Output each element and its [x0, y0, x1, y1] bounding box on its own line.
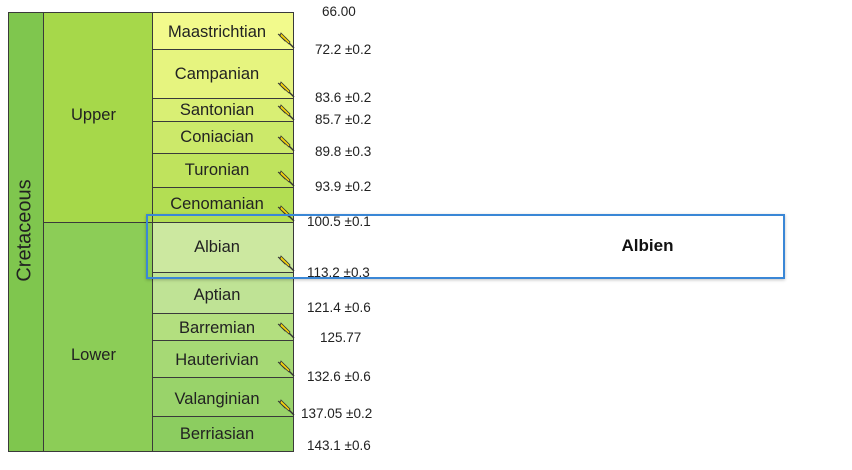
stage-label-turonian: Turonian: [184, 161, 250, 179]
stage-label-campanian: Campanian: [174, 65, 260, 83]
age-label: 125.77: [320, 330, 362, 345]
golden-spike-icon: [277, 135, 295, 152]
age-label: 89.8 ±0.3: [315, 144, 372, 159]
age-label: 143.1 ±0.6: [307, 438, 371, 453]
stage-label-maastrichtian: Maastrichtian: [167, 23, 267, 41]
golden-spike-icon: [277, 399, 295, 416]
stage-label-berriasian: Berriasian: [179, 425, 255, 443]
stage-cell-campanian: [152, 49, 294, 99]
age-label: 72.2 ±0.2: [315, 42, 372, 57]
golden-spike-icon: [277, 170, 295, 187]
highlight-box: [146, 214, 785, 279]
epoch-upper-label: Upper: [71, 106, 116, 124]
stage-cell-albian: [152, 222, 294, 273]
stage-label-coniacian: Coniacian: [180, 128, 254, 146]
stage-label-aptian: Aptian: [193, 286, 241, 304]
stage-cell-hauterivian: [152, 340, 294, 378]
golden-spike-icon: [277, 81, 295, 98]
stage-label-santonian: Santonian: [179, 101, 255, 119]
stage-cell-turonian: [152, 153, 294, 188]
stage-label-barremian: Barremian: [178, 319, 256, 337]
stage-label-hauterivian: Hauterivian: [175, 351, 259, 369]
epoch-upper-cell: [43, 12, 153, 223]
golden-spike-icon: [277, 104, 295, 121]
stage-label-valanginian: Valanginian: [174, 390, 260, 408]
stage-label-cenomanian: Cenomanian: [170, 195, 264, 213]
golden-spike-icon: [277, 32, 295, 49]
stage-label-albian: Albian: [194, 238, 240, 256]
golden-spike-icon: [277, 322, 295, 339]
age-label: 93.9 ±0.2: [315, 179, 372, 194]
period-cell: [8, 12, 44, 452]
age-label: 132.6 ±0.6: [307, 369, 371, 384]
age-label: 113.2 ±0.3: [307, 265, 370, 280]
epoch-lower-label: Lower: [71, 346, 116, 364]
age-label: 137.05 ±0.2: [301, 406, 373, 421]
age-label: 83.6 ±0.2: [315, 90, 372, 105]
age-label: 85.7 ±0.2: [315, 112, 372, 127]
epoch-lower-cell: [43, 222, 153, 452]
age-label: 121.4 ±0.6: [307, 300, 371, 315]
stage-cell-berriasian: [152, 416, 294, 452]
stage-cell-barremian: [152, 313, 294, 341]
golden-spike-icon: [277, 255, 295, 272]
highlight-label: Albien: [621, 236, 674, 255]
golden-spike-icon: [277, 360, 295, 377]
period-label-wrapper: Cretaceous: [10, 80, 40, 380]
age-label: 100.5 ±0.1: [307, 214, 371, 229]
age-label: 66.00: [322, 4, 356, 19]
stage-cell-cenomanian: [152, 187, 294, 223]
period-label: Cretaceous: [13, 178, 36, 282]
